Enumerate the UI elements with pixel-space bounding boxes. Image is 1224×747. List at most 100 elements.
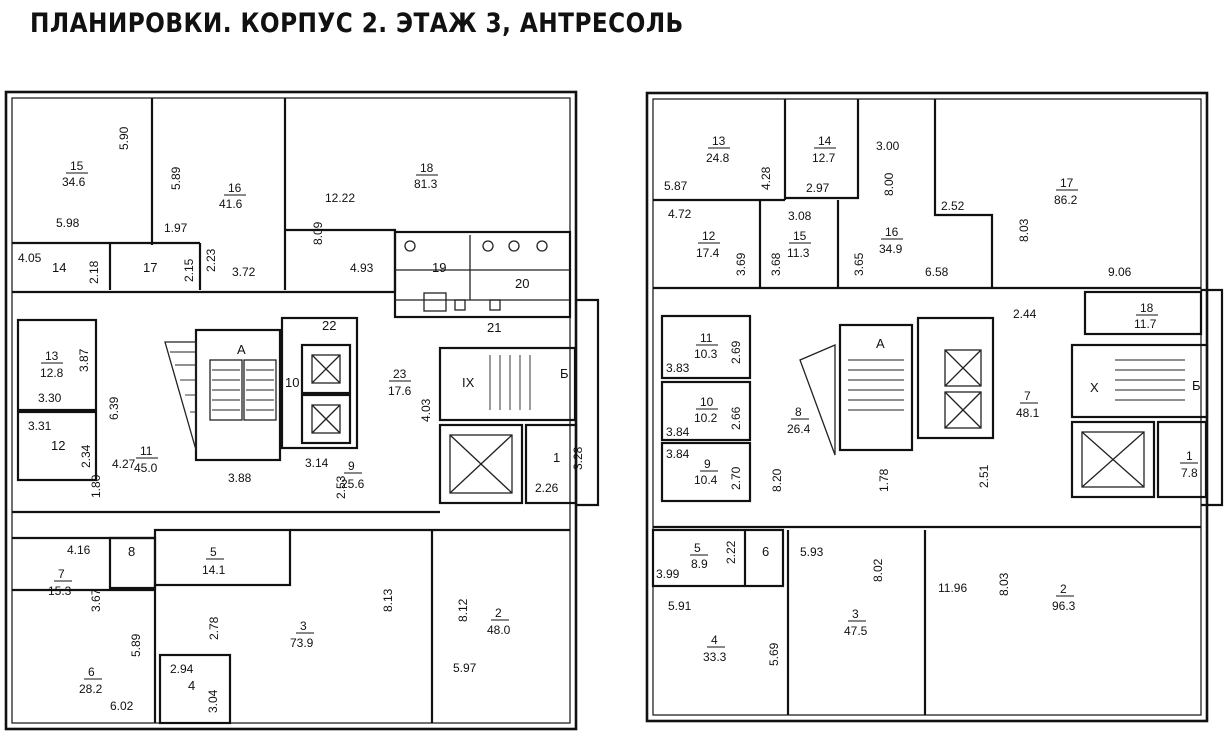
room-6: 628.2 [79,665,103,696]
svg-text:5.89: 5.89 [169,166,183,190]
svg-text:18: 18 [420,161,434,175]
svg-text:16: 16 [885,225,899,239]
svg-text:1.78: 1.78 [877,468,891,492]
svg-text:48.0: 48.0 [487,623,511,637]
svg-text:12.22: 12.22 [325,191,355,205]
page-title: ПЛАНИРОВКИ. КОРПУС 2. ЭТАЖ 3, АНТРЕСОЛЬ [30,8,684,39]
svg-text:34.6: 34.6 [62,175,86,189]
svg-text:8: 8 [795,405,802,419]
svg-text:3.72: 3.72 [232,265,256,279]
svg-text:15: 15 [70,159,84,173]
room-9-m: 910.4 [694,457,718,487]
svg-text:3.87: 3.87 [77,348,91,372]
svg-text:5.69: 5.69 [767,642,781,666]
room-13-m: 13 24.8 [706,134,730,165]
svg-text:26.4: 26.4 [787,422,811,436]
svg-text:2.18: 2.18 [87,260,101,284]
svg-text:13: 13 [712,134,726,148]
plan-mezzanine [645,91,1224,723]
svg-text:3: 3 [852,607,859,621]
svg-text:2.97: 2.97 [806,181,830,195]
svg-text:3.08: 3.08 [788,209,812,223]
svg-text:3.68: 3.68 [769,252,783,276]
room-7: 715.3 [48,567,72,598]
svg-text:11: 11 [700,331,713,345]
room-8-m: 826.4 [787,405,811,436]
svg-text:9: 9 [704,457,711,471]
svg-text:3.00: 3.00 [876,139,900,153]
svg-text:4.28: 4.28 [759,166,773,190]
svg-text:14: 14 [52,260,66,275]
room-5: 514.1 [202,545,226,577]
svg-text:10: 10 [285,375,299,390]
svg-text:4.72: 4.72 [668,207,692,221]
svg-text:2.23: 2.23 [204,248,218,272]
svg-text:41.6: 41.6 [219,197,243,211]
svg-text:5.98: 5.98 [56,216,80,230]
svg-text:5: 5 [210,545,217,559]
svg-text:20: 20 [515,276,529,291]
svg-text:A: A [237,342,246,357]
svg-text:1.80: 1.80 [89,474,103,498]
svg-text:4: 4 [711,633,718,647]
svg-text:1.97: 1.97 [164,221,188,235]
svg-text:3.31: 3.31 [28,419,52,433]
svg-text:8.03: 8.03 [1017,218,1031,242]
svg-text:13: 13 [45,349,59,363]
svg-text:5.91: 5.91 [668,599,692,613]
svg-text:11: 11 [140,444,153,458]
svg-text:3.67: 3.67 [89,588,103,612]
svg-text:33.3: 33.3 [703,650,727,664]
svg-text:2.34: 2.34 [79,444,93,468]
svg-text:2: 2 [1060,582,1067,596]
svg-text:3.28: 3.28 [571,446,585,470]
svg-text:14: 14 [818,134,832,148]
svg-text:2.51: 2.51 [977,464,991,488]
svg-text:8: 8 [128,544,135,559]
svg-text:15.3: 15.3 [48,584,72,598]
svg-text:6.39: 6.39 [107,396,121,420]
svg-text:17: 17 [1060,176,1074,190]
svg-text:86.2: 86.2 [1054,193,1078,207]
svg-text:24.8: 24.8 [706,151,730,165]
room-5-m: 58.9 [690,541,708,571]
svg-text:16: 16 [228,181,242,195]
svg-text:23: 23 [393,367,407,381]
svg-text:2.52: 2.52 [941,199,965,213]
svg-text:48.1: 48.1 [1016,406,1040,420]
svg-text:2.44: 2.44 [1013,307,1037,321]
svg-text:6.02: 6.02 [110,699,134,713]
room-7-m: 748.1 [1016,389,1040,420]
svg-text:5.90: 5.90 [117,126,131,150]
room-3-m: 347.5 [844,607,868,638]
svg-text:4.93: 4.93 [350,261,374,275]
svg-text:11.7: 11.7 [1134,317,1157,331]
svg-text:X: X [1090,380,1099,395]
svg-text:3.84: 3.84 [666,425,690,439]
svg-text:8.9: 8.9 [691,557,708,571]
svg-text:A: A [876,336,885,351]
svg-text:10: 10 [700,395,714,409]
svg-text:5.89: 5.89 [129,633,143,657]
svg-text:2.26: 2.26 [535,481,559,495]
svg-text:8.13: 8.13 [381,588,395,612]
svg-text:4.16: 4.16 [67,543,91,557]
svg-text:3: 3 [300,619,307,633]
svg-text:1: 1 [1186,449,1193,463]
svg-text:12: 12 [702,229,716,243]
svg-text:Б: Б [1192,378,1201,393]
svg-text:2.69: 2.69 [729,340,743,364]
svg-text:2.78: 2.78 [207,616,221,640]
svg-text:2.70: 2.70 [729,466,743,490]
svg-text:25.6: 25.6 [341,477,365,491]
svg-text:7: 7 [58,567,65,581]
svg-text:17: 17 [143,260,157,275]
room-17-m: 17 86.2 [1054,176,1078,207]
svg-text:3.14: 3.14 [305,456,329,470]
